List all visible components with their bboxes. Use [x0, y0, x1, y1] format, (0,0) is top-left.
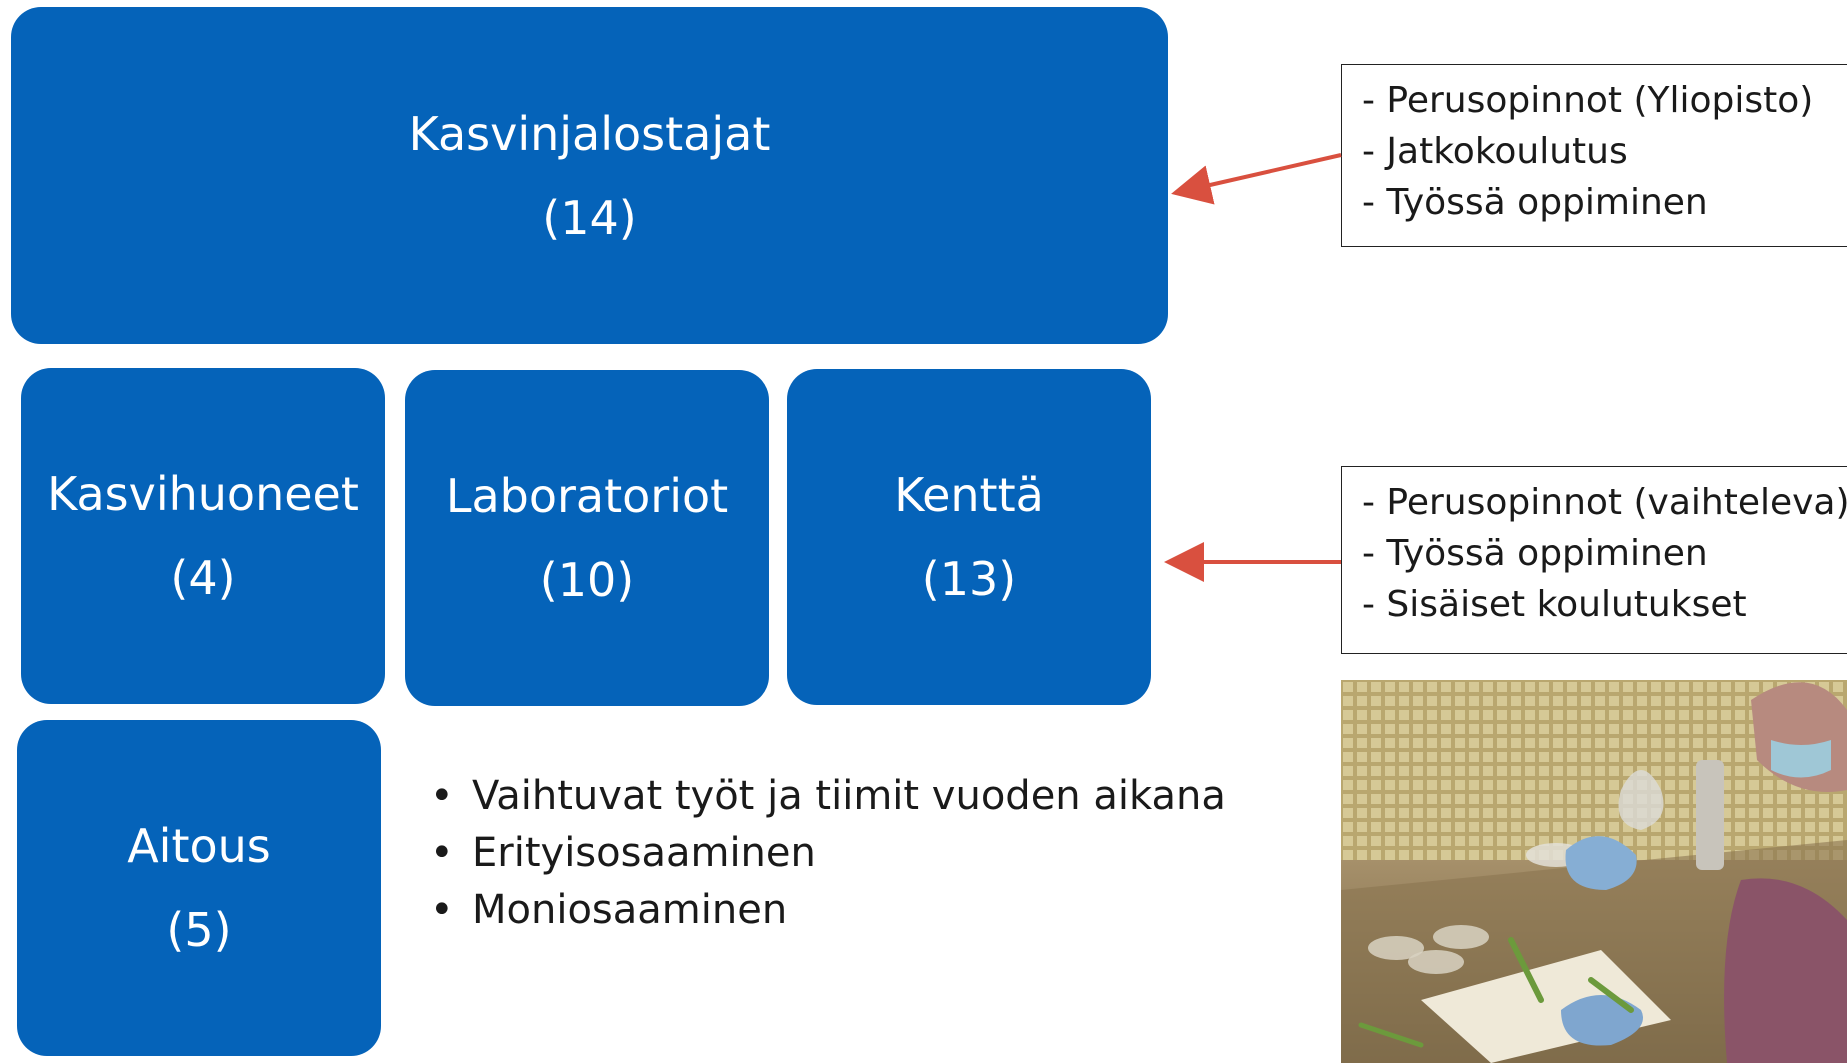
box-aitous: Aitous (5)	[17, 720, 381, 1056]
bullet-item: Moniosaaminen	[430, 882, 1226, 939]
note-bottom: - Perusopinnot (vaihteleva) - Työssä opp…	[1341, 466, 1847, 654]
box-count: (4)	[170, 551, 236, 605]
box-title: Laboratoriot	[445, 469, 729, 523]
bullet-list: Vaihtuvat työt ja tiimit vuoden aikana E…	[430, 768, 1226, 939]
arrow-top	[1171, 153, 1342, 205]
note-line: - Perusopinnot (vaihteleva)	[1362, 482, 1847, 523]
bullet-item: Vaihtuvat työt ja tiimit vuoden aikana	[430, 768, 1226, 825]
note-line: - Työssä oppiminen	[1362, 182, 1708, 223]
box-laboratoriot: Laboratoriot (10)	[405, 370, 769, 706]
bullet-item: Erityisosaaminen	[430, 825, 1226, 882]
box-kasvinjalostajat: Kasvinjalostajat (14)	[11, 7, 1168, 344]
box-kentta: Kenttä (13)	[787, 369, 1151, 705]
box-count: (10)	[539, 553, 635, 607]
note-line: - Jatkokoulutus	[1362, 131, 1628, 172]
box-title: Kenttä	[894, 468, 1044, 522]
note-line: - Sisäiset koulutukset	[1362, 584, 1747, 625]
box-title: Kasvihuoneet	[47, 467, 359, 521]
box-title: Aitous	[127, 819, 271, 873]
note-line: - Perusopinnot (Yliopisto)	[1362, 80, 1814, 121]
box-title: Kasvinjalostajat	[408, 106, 771, 161]
lab-photo-illustration	[1341, 680, 1847, 1063]
lab-photo	[1341, 680, 1847, 1063]
box-count: (14)	[542, 190, 637, 245]
note-line: - Työssä oppiminen	[1362, 533, 1708, 574]
box-kasvihuoneet: Kasvihuoneet (4)	[21, 368, 385, 704]
box-count: (13)	[921, 552, 1017, 606]
box-count: (5)	[166, 903, 232, 957]
note-top: - Perusopinnot (Yliopisto) - Jatkokoulut…	[1341, 64, 1847, 247]
